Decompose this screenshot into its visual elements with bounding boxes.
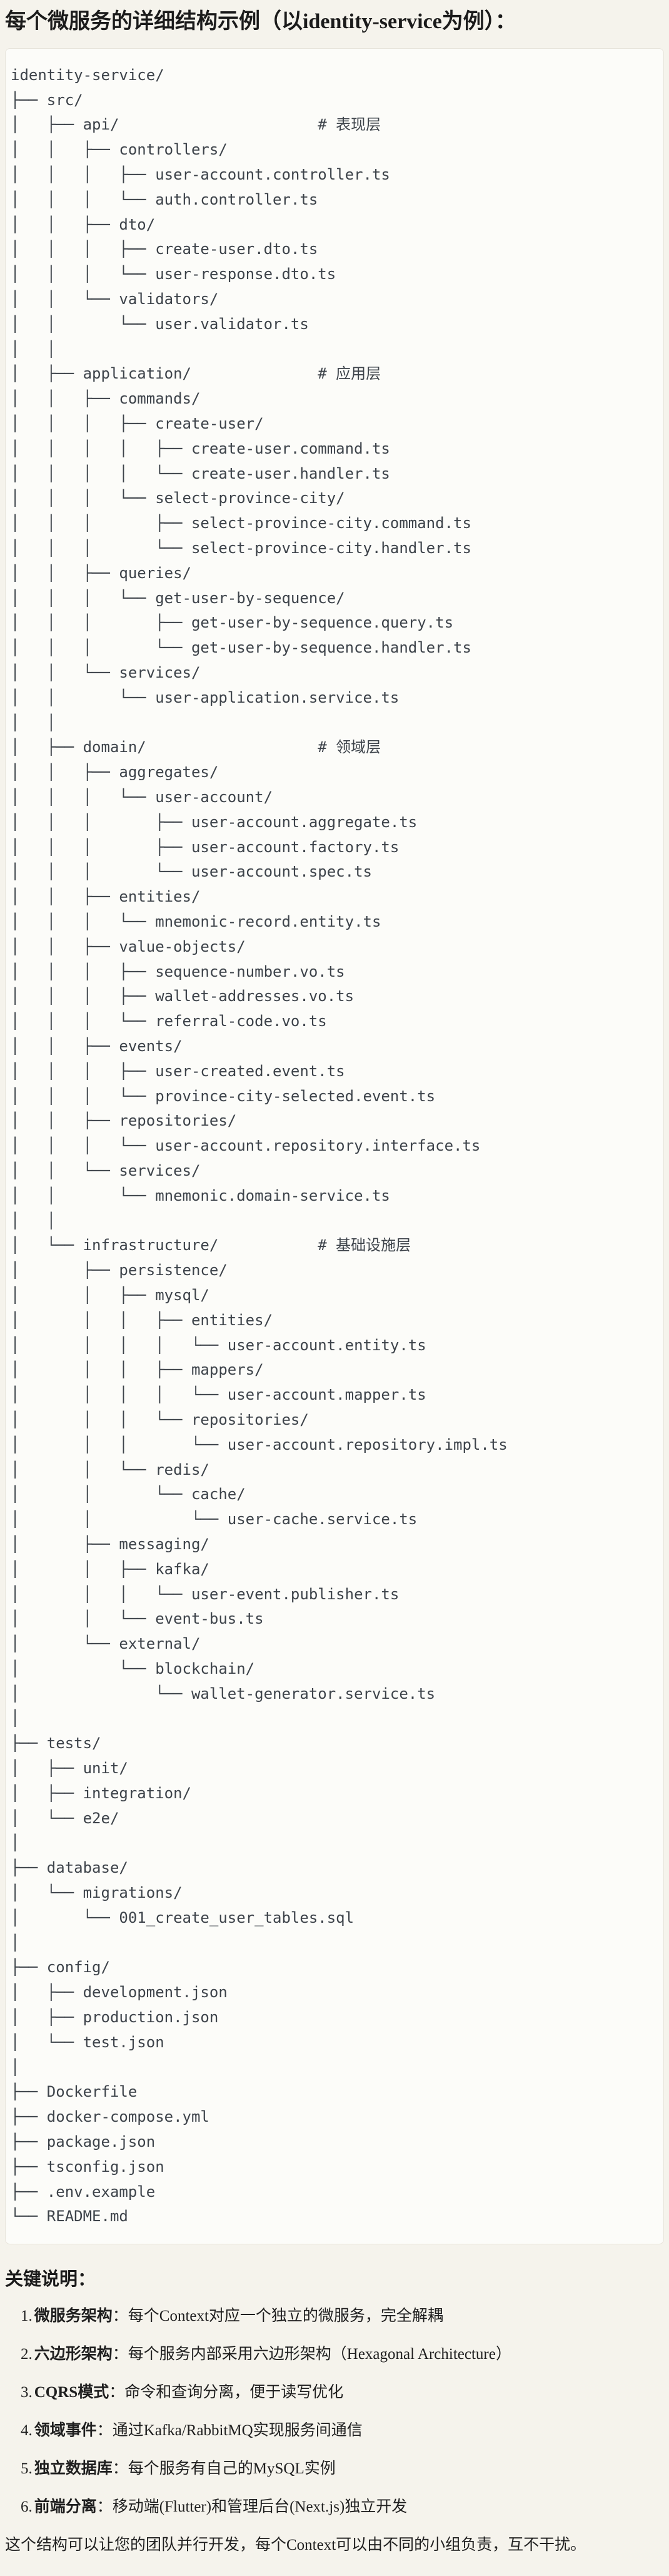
notes-heading: 关键说明： — [5, 2269, 96, 2290]
note-term: 领域事件 — [34, 2422, 97, 2440]
directory-tree: identity-service/ ├── src/ │ ├── api/ # … — [11, 66, 508, 2226]
note-item-domain-events: 4.领域事件：通过Kafka/RabbitMQ实现服务间通信 — [5, 2418, 664, 2443]
note-desc: ：命令和查询分离，便于读写优化 — [109, 2384, 344, 2401]
note-term: 独立数据库 — [34, 2460, 113, 2478]
note-desc: ：通过Kafka/RabbitMQ实现服务间通信 — [96, 2422, 363, 2440]
page-title: 每个微服务的详细结构示例（以identity-service为例）： — [5, 10, 516, 33]
footer-paragraph: 这个结构可以让您的团队并行开发，每个Context可以由不同的小组负责，互不干扰… — [5, 2537, 586, 2554]
code-card: identity-service/ ├── src/ │ ├── api/ # … — [5, 48, 664, 2245]
note-number: 3. — [21, 2384, 33, 2401]
note-item-hexagonal: 2.六边形架构：每个服务内部采用六边形架构（Hexagonal Architec… — [5, 2342, 664, 2367]
note-desc: ：每个服务有自己的MySQL实例 — [112, 2460, 336, 2478]
note-term: CQRS模式 — [34, 2384, 109, 2401]
note-number: 6. — [21, 2498, 33, 2516]
note-term: 六边形架构 — [34, 2346, 113, 2363]
notes-list: 1.微服务架构：每个Context对应一个独立的微服务，完全解耦 2.六边形架构… — [5, 2304, 664, 2520]
note-item-microservice: 1.微服务架构：每个Context对应一个独立的微服务，完全解耦 — [5, 2304, 664, 2329]
note-item-independent-db: 5.独立数据库：每个服务有自己的MySQL实例 — [5, 2456, 664, 2482]
note-term: 微服务架构 — [34, 2308, 113, 2325]
note-number: 2. — [21, 2346, 33, 2363]
note-item-cqrs: 3.CQRS模式：命令和查询分离，便于读写优化 — [5, 2380, 664, 2405]
note-desc: ：每个Context对应一个独立的微服务，完全解耦 — [112, 2308, 443, 2325]
note-number: 4. — [21, 2422, 33, 2440]
note-desc: ：每个服务内部采用六边形架构（Hexagonal Architecture） — [112, 2346, 511, 2363]
note-term: 前端分离 — [34, 2498, 97, 2516]
note-number: 1. — [21, 2308, 33, 2325]
note-desc: ：移动端(Flutter)和管理后台(Next.js)独立开发 — [96, 2498, 408, 2516]
note-item-frontend-split: 6.前端分离：移动端(Flutter)和管理后台(Next.js)独立开发 — [5, 2495, 664, 2520]
note-number: 5. — [21, 2460, 33, 2478]
